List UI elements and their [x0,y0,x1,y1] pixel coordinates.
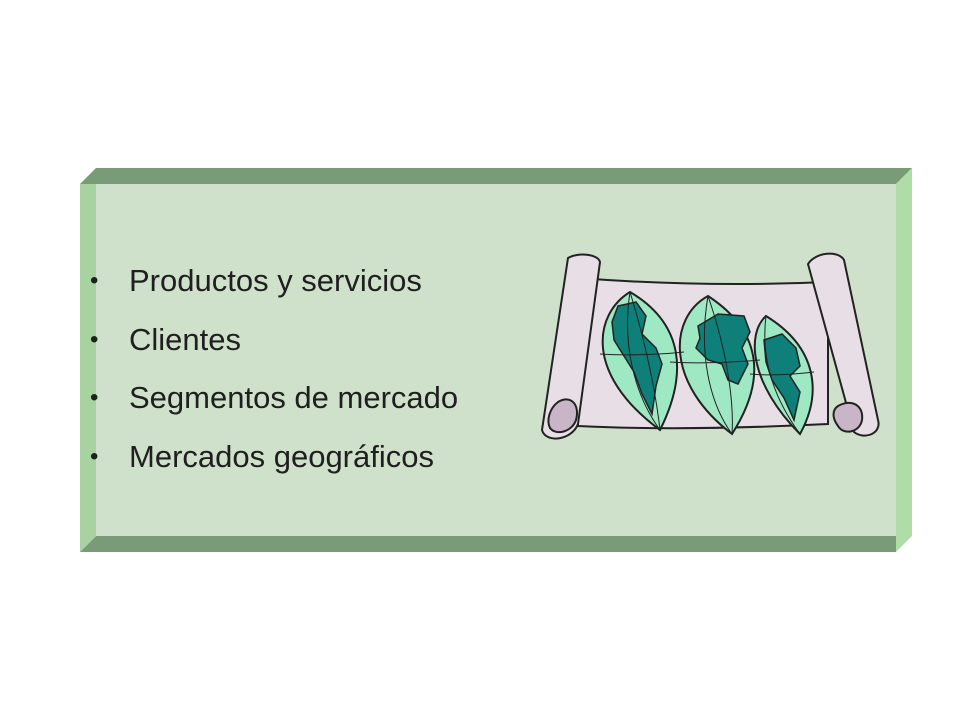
bullet-text: Productos y servicios [129,263,422,298]
bullet-icon: • [90,384,99,411]
bullet-text: Segmentos de mercado [129,380,459,415]
scroll-left-curl [547,398,578,434]
bullet-icon: • [90,442,99,470]
bullet-text: Mercados geográficos [129,438,434,474]
panel-bottom-bevel [80,536,896,552]
bullet-icon: • [90,325,99,353]
map-land [611,301,663,417]
list-item: • Segmentos de mercado [88,369,458,428]
scroll-right-curl [832,401,864,433]
scroll-right-roll [806,252,880,437]
panel-right-bevel [896,168,912,552]
map-gridlines [599,291,815,435]
list-item: • Clientes [88,311,458,370]
bullet-list: • Productos y servicios • Clientes • Seg… [88,252,458,486]
scroll-left-roll [540,253,602,440]
list-item: • Mercados geográficos [88,428,458,487]
panel-left-bevel [80,184,96,552]
list-item: • Productos y servicios [88,252,458,311]
bullet-icon: • [90,267,99,294]
panel-top-bevel [80,168,912,184]
bullet-text: Clientes [129,321,241,357]
world-map-scroll-icon [540,252,880,440]
